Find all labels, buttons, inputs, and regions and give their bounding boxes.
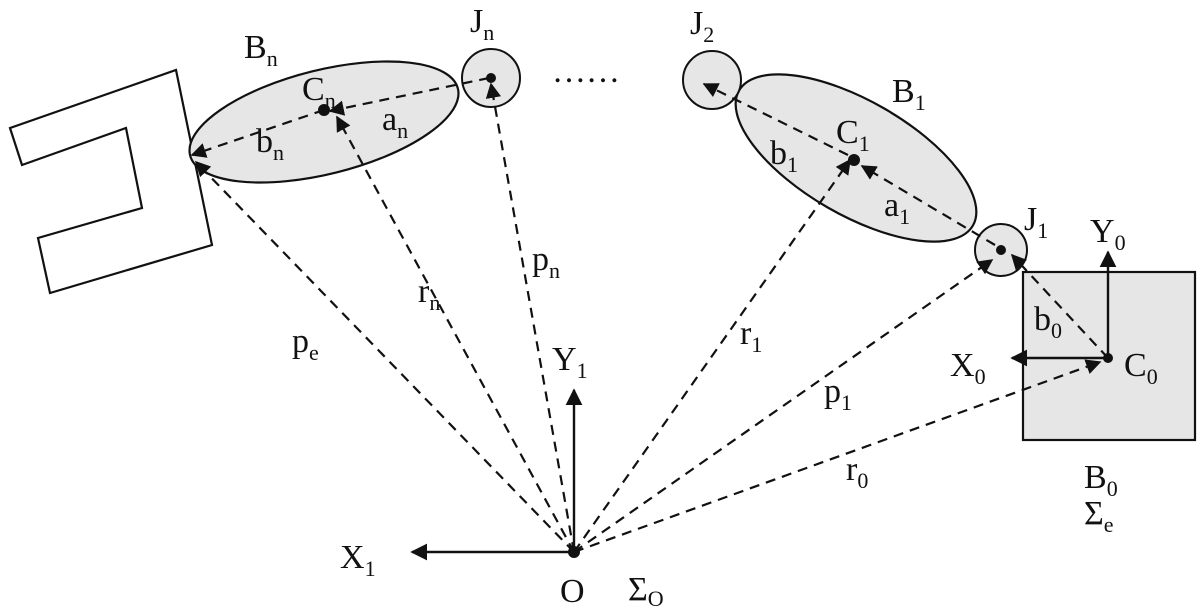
label-pn: pn [532,241,560,283]
gripper-end-effector [8,68,214,295]
label-sigma-o: ΣO [628,571,664,611]
vector-bn [190,108,325,158]
label-c0: C0 [1124,347,1158,389]
label-b0-vector: b0 [1034,301,1062,343]
label-rn: rn [418,273,440,315]
point-jn-center [486,73,496,83]
label-a1: a1 [884,187,910,229]
label-bn-vector: bn [256,123,284,165]
point-c0 [1103,353,1113,363]
vector-pe [194,160,575,553]
label-r1: r1 [740,315,762,357]
vector-p1 [573,259,994,553]
label-sigma-e: Σe [1084,495,1114,537]
link-body-bn [188,60,460,184]
label-bn: Bn [244,29,278,71]
vector-b1 [702,83,849,156]
label-p1: p1 [824,373,852,415]
label-o: O [560,573,585,610]
label-r0: r0 [846,451,868,493]
vector-rn [336,115,575,553]
vector-r0 [573,359,1102,554]
point-j1-center [996,245,1006,255]
point-o [568,546,580,558]
point-c1 [848,154,860,166]
label-cn: Cn [302,71,336,113]
label-pe: pe [292,323,319,365]
label-c1: C1 [836,114,870,156]
label-an: an [382,101,408,143]
point-cn [318,104,330,116]
label-b1-vector: b1 [770,135,798,177]
vector-pn [485,82,576,553]
label-x1: X1 [340,539,376,581]
label-b0: B0 [1084,459,1118,501]
label-jn: Jn [470,3,494,45]
label-j1: J1 [1024,201,1048,243]
vector-b0 [1010,253,1109,359]
label-dots: …… [552,53,620,90]
label-y1: Y1 [552,341,588,383]
joint-j2 [682,50,742,110]
label-x0: X0 [950,347,986,389]
vector-r1 [573,158,851,553]
label-y0: Y0 [1090,213,1126,255]
label-b1: B1 [892,73,926,115]
label-j2: J2 [690,5,714,47]
vector-a1 [860,165,996,246]
